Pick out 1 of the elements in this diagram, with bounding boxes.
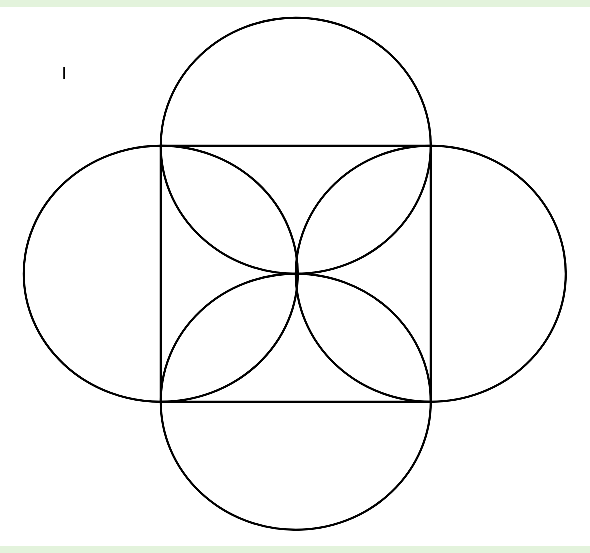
figure-label: I	[62, 65, 67, 82]
